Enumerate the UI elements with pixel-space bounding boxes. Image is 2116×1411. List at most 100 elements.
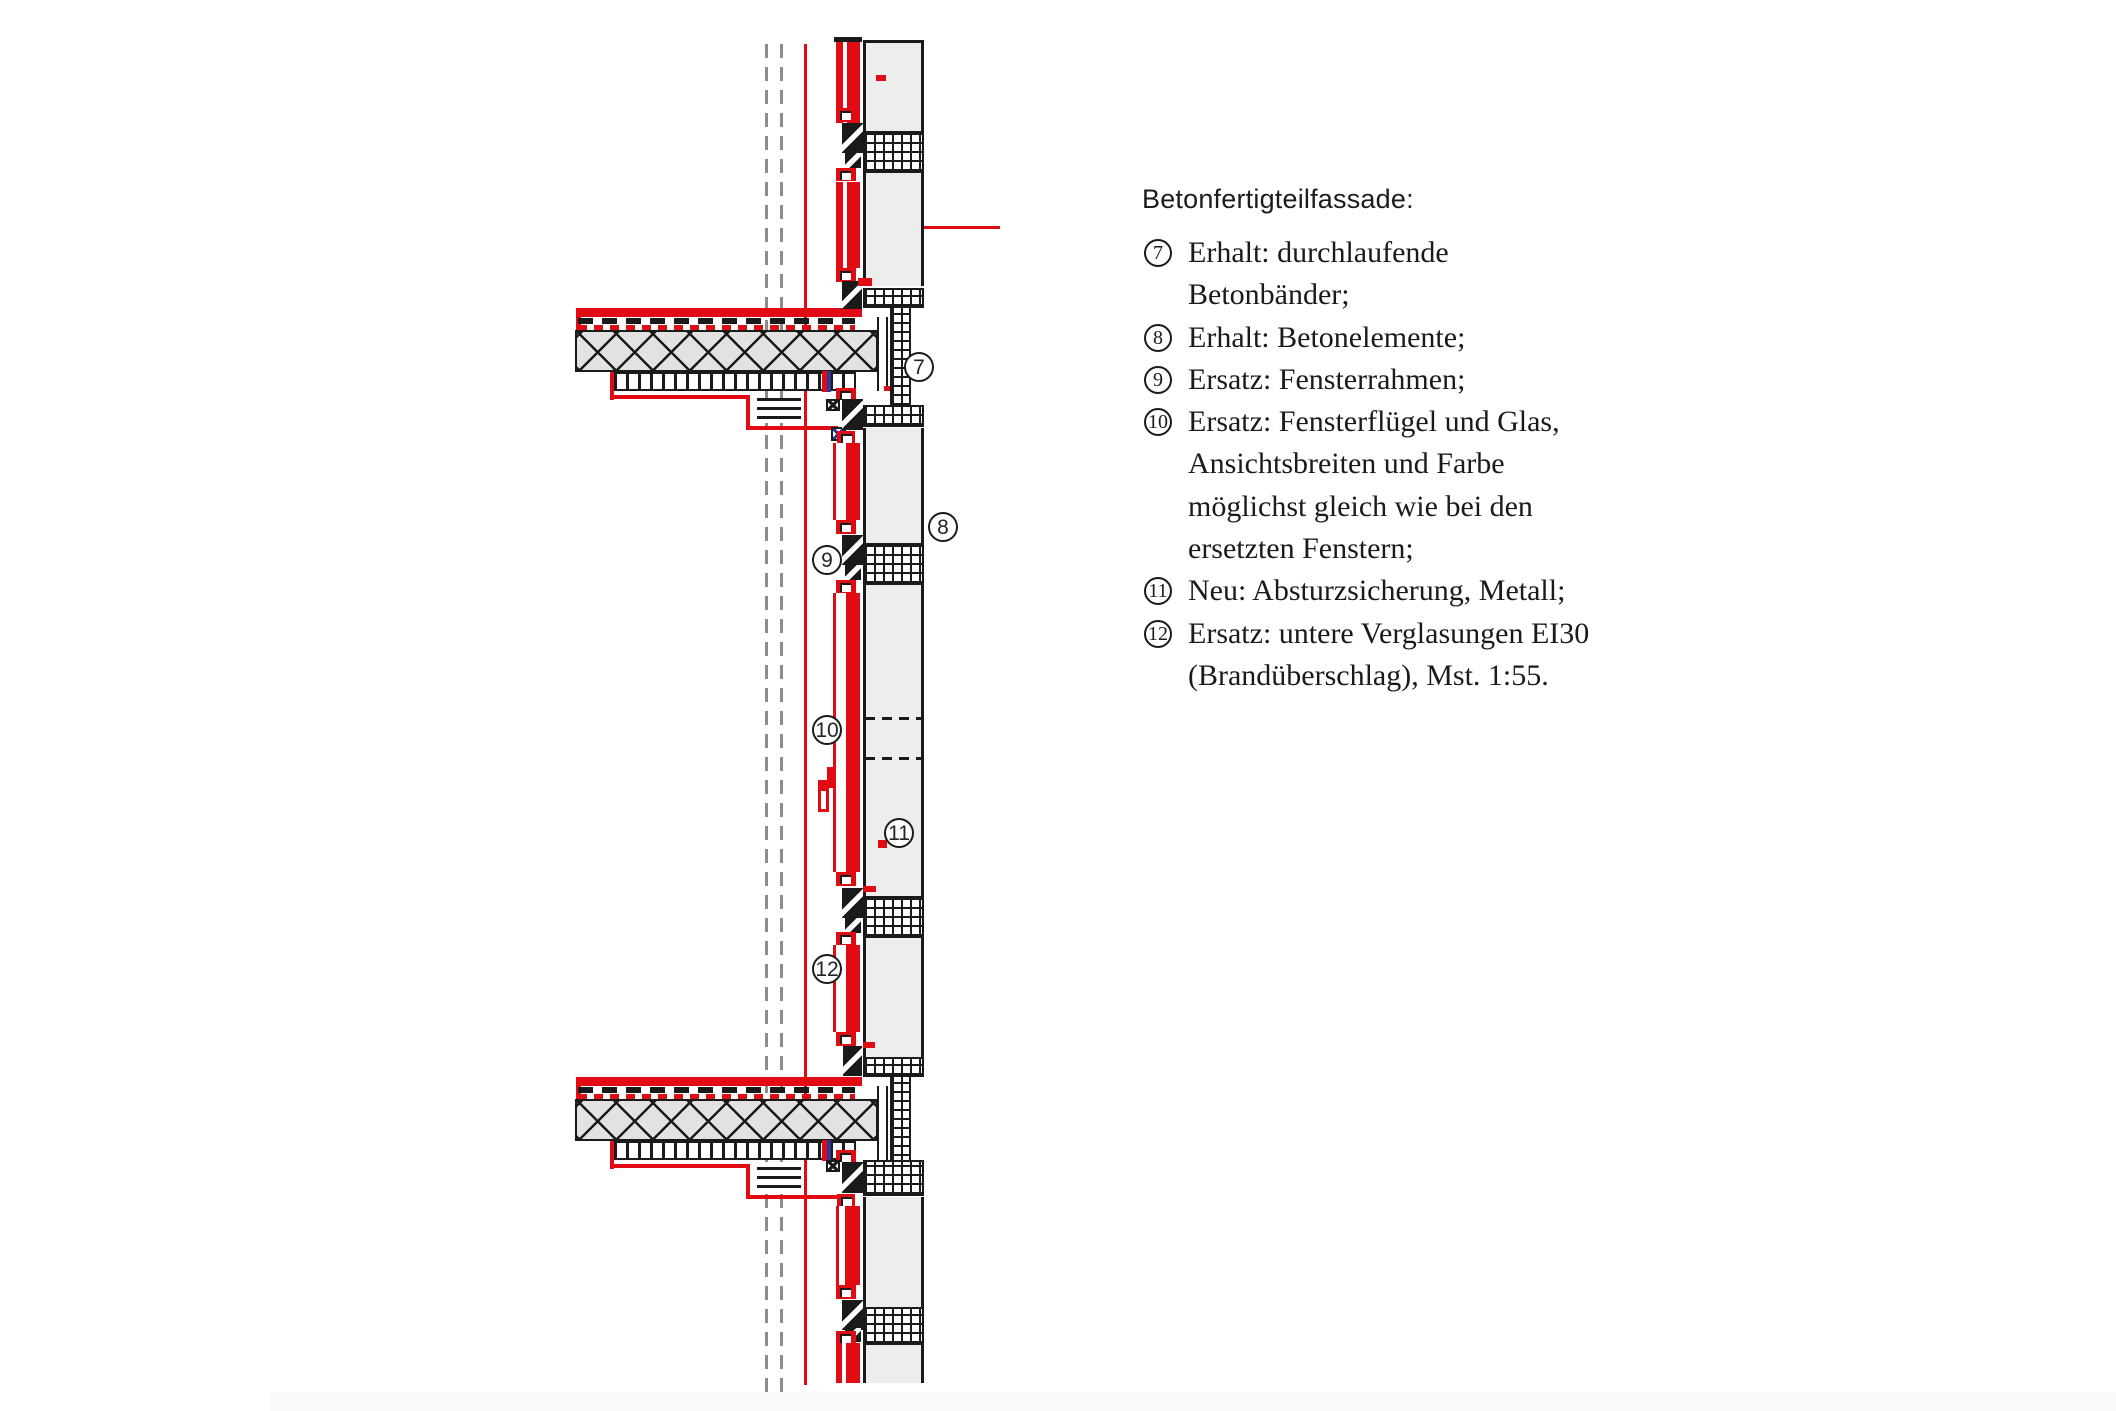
- slab1-head-cross-block: [826, 399, 840, 411]
- red-marker-slab1: [884, 386, 890, 391]
- callout-10: 10: [812, 715, 842, 745]
- slab2-black-dash-row: [578, 1087, 855, 1093]
- window-band-d: [846, 593, 860, 872]
- window-band-g: [836, 1343, 860, 1383]
- slab2-red-edge-v1: [610, 1141, 614, 1169]
- legend-text-11: Neu: Absturzsicherung, Metall;: [1188, 570, 1565, 612]
- transom6-hinge-top: [836, 1285, 856, 1299]
- legend-item-12: 12 Ersatz: untere Verglasungen EI30 (Bra…: [1142, 613, 1822, 698]
- slab1-sill-hinge: [836, 268, 856, 282]
- slab1-sill-concrete-band: [863, 288, 924, 308]
- legend-circle-7: 7: [1144, 239, 1172, 267]
- window-band-a-glazing-gap: [843, 42, 847, 123]
- transom1-frame-hatch-small: [845, 153, 861, 168]
- legend-line: (Brandüberschlag), Mst. 1:55.: [1188, 658, 1549, 692]
- callout-7: 7: [904, 352, 934, 382]
- railing-bracket-flange: [818, 780, 835, 788]
- transom4-frame-hatch-small: [845, 918, 861, 933]
- window-band-f: [845, 1206, 860, 1285]
- callout-11: 11: [884, 818, 914, 848]
- legend-line: Ansichtsbreiten und Farbe: [1188, 447, 1505, 481]
- transom1-concrete-band: [863, 131, 924, 173]
- slab2-edge-board: [877, 1086, 888, 1160]
- axis-dashed-line-1: [765, 44, 768, 1397]
- slab2-blue-anchor: [827, 1140, 831, 1161]
- window-band-b-glazing-gap: [843, 182, 847, 268]
- slab1-head-hinge-bottom: [837, 431, 855, 443]
- red-marker-top: [876, 75, 886, 81]
- railing-bracket-stem: [827, 767, 835, 783]
- slab2-sill-red-tick: [863, 1042, 875, 1048]
- panel-hidden-edge-dash-1: [865, 717, 922, 720]
- slab2-soffit-stripes: [612, 1141, 856, 1160]
- transom3-hinge-bottom: [836, 580, 856, 593]
- slab1-head-frame-hatch: [842, 399, 863, 430]
- panel-hidden-edge-dash-2: [865, 757, 922, 760]
- window-band-c: [846, 443, 860, 520]
- slab1-red-edge-v1: [610, 372, 614, 400]
- slab1-head-hinge-top: [836, 388, 856, 400]
- legend-circle-8: 8: [1144, 323, 1172, 352]
- railing-bracket-profile: [818, 788, 829, 812]
- window-band-g-glazing-gap: [842, 1343, 846, 1383]
- slab2-red-edge-h1: [610, 1164, 750, 1168]
- legend-item-10: 10 Ersatz: Fensterflügel und Glas, Ansic…: [1142, 401, 1822, 570]
- slab1-edge-board: [877, 317, 888, 391]
- window-band-e: [846, 945, 860, 1032]
- transom1-hinge-bottom: [836, 168, 856, 181]
- legend-line: möglichst gleich wie bei den: [1188, 489, 1533, 523]
- slab1-red-edge-h2: [746, 426, 838, 430]
- transom4-concrete-band: [863, 896, 924, 938]
- slab2-sill-hinge: [836, 1032, 856, 1046]
- slab2-red-edge-h2: [746, 1195, 838, 1199]
- transom6-concrete-band: [863, 1307, 924, 1345]
- transom1-frame-hatch-large: [842, 123, 863, 153]
- legend-item-8: 8 Erhalt: Betonelemente;: [1142, 317, 1822, 359]
- slab2-sill-concrete-band: [863, 1057, 924, 1077]
- callout-12: 12: [812, 954, 842, 984]
- slab2-top-red-band: [576, 1077, 862, 1086]
- legend-line: Ersatz: Fensterflügel und Glas,: [1188, 405, 1560, 439]
- legend-text-10: Ersatz: Fensterflügel und Glas, Ansichts…: [1188, 401, 1560, 570]
- window-frame-line-f: [836, 1206, 839, 1285]
- transom6-frame-hatch-large: [842, 1300, 863, 1330]
- legend-circle-10: 10: [1144, 408, 1172, 437]
- slab1-red-edge-v2: [746, 395, 750, 430]
- slab2-head-slats: [757, 1167, 801, 1192]
- red-horizontal-line: [924, 226, 1000, 229]
- legend-text-8: Erhalt: Betonelemente;: [1188, 317, 1465, 359]
- legend-line: Ersatz: untere Verglasungen EI30: [1188, 616, 1590, 650]
- red-reference-line: [804, 44, 807, 1385]
- concrete-panel-segment-middle: [863, 428, 924, 1057]
- legend: Betonfertigteilfassade: 7 Erhalt: durchl…: [1142, 184, 1822, 697]
- transom3-hinge-top: [836, 520, 856, 534]
- transom4-hinge-top: [836, 872, 856, 886]
- slab2-head-cross-block: [826, 1160, 840, 1172]
- legend-circle-9: 9: [1144, 365, 1172, 394]
- legend-text-7: Erhalt: durchlaufende Betonbänder;: [1188, 232, 1449, 317]
- legend-line: ersetzten Fenstern;: [1188, 532, 1414, 566]
- transom6-hinge-bottom: [836, 1331, 856, 1343]
- slab1-red-edge-h1: [610, 395, 750, 399]
- facade-section-drawing: 7 8 9 10 11 12: [575, 37, 1000, 1397]
- legend-line: Betonbänder;: [1188, 278, 1350, 312]
- legend-line: Erhalt: Betonelemente;: [1188, 320, 1466, 354]
- slab2-head-concrete-band: [863, 1160, 924, 1196]
- legend-title: Betonfertigteilfassade:: [1142, 184, 1414, 214]
- bottom-bar: [270, 1392, 2116, 1411]
- callout-8: 8: [928, 512, 958, 542]
- callout-9: 9: [812, 545, 842, 575]
- transom4-red-tick: [863, 886, 876, 892]
- slab1-red-dash-row: [578, 325, 855, 330]
- slab1-blue-anchor: [827, 371, 831, 392]
- window-frame-line-c: [833, 443, 836, 520]
- slab1-head-concrete-band: [863, 405, 924, 427]
- concrete-panel-segment-bottom: [863, 1197, 924, 1383]
- slab1-insulation-hatch: [575, 330, 878, 372]
- legend-line: Ersatz: Fensterrahmen;: [1188, 362, 1466, 396]
- slab2-vertical-concrete-band: [890, 1075, 911, 1176]
- legend-text-9: Ersatz: Fensterrahmen;: [1188, 359, 1465, 401]
- red-marker-railing: [878, 840, 887, 848]
- legend-item-11: 11 Neu: Absturzsicherung, Metall;: [1142, 570, 1822, 612]
